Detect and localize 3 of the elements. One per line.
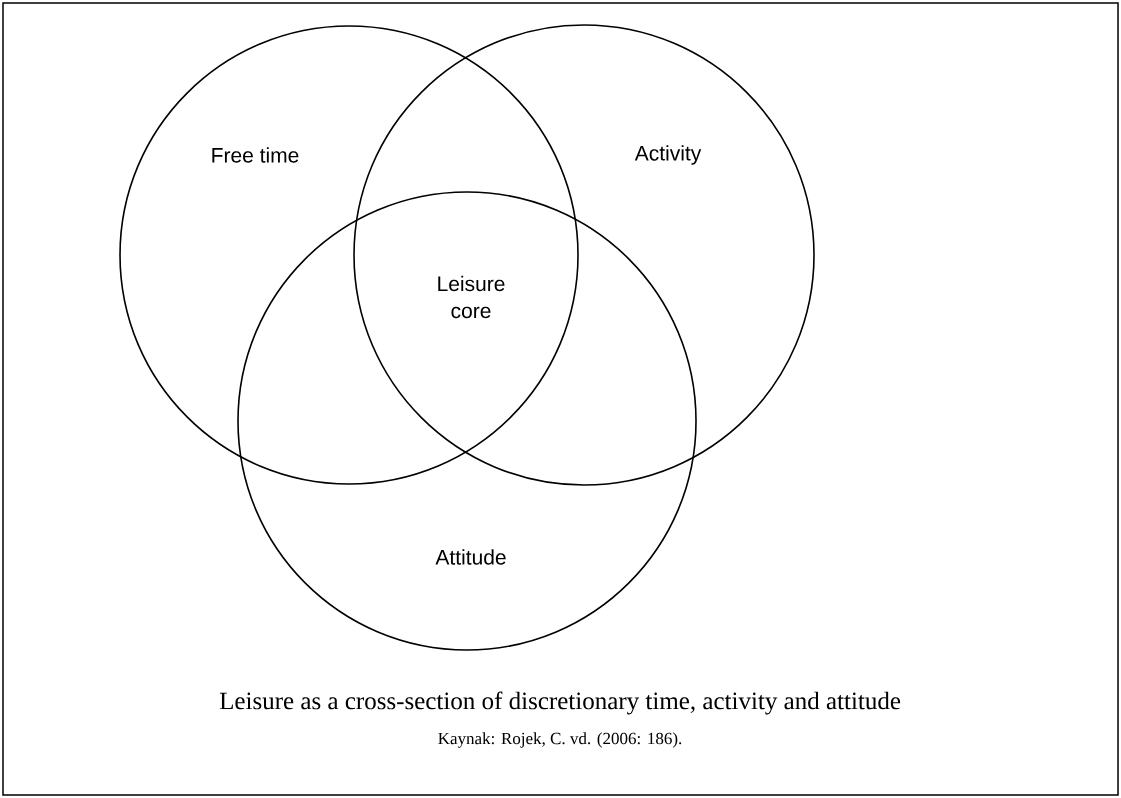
caption: Leisure as a cross-section of discretionary time, activity and attitude	[219, 691, 901, 715]
region-label: Leisure core	[438, 275, 505, 319]
source-note: Kaynak: Rojek, C. vd. (2006: 186).	[438, 732, 682, 748]
